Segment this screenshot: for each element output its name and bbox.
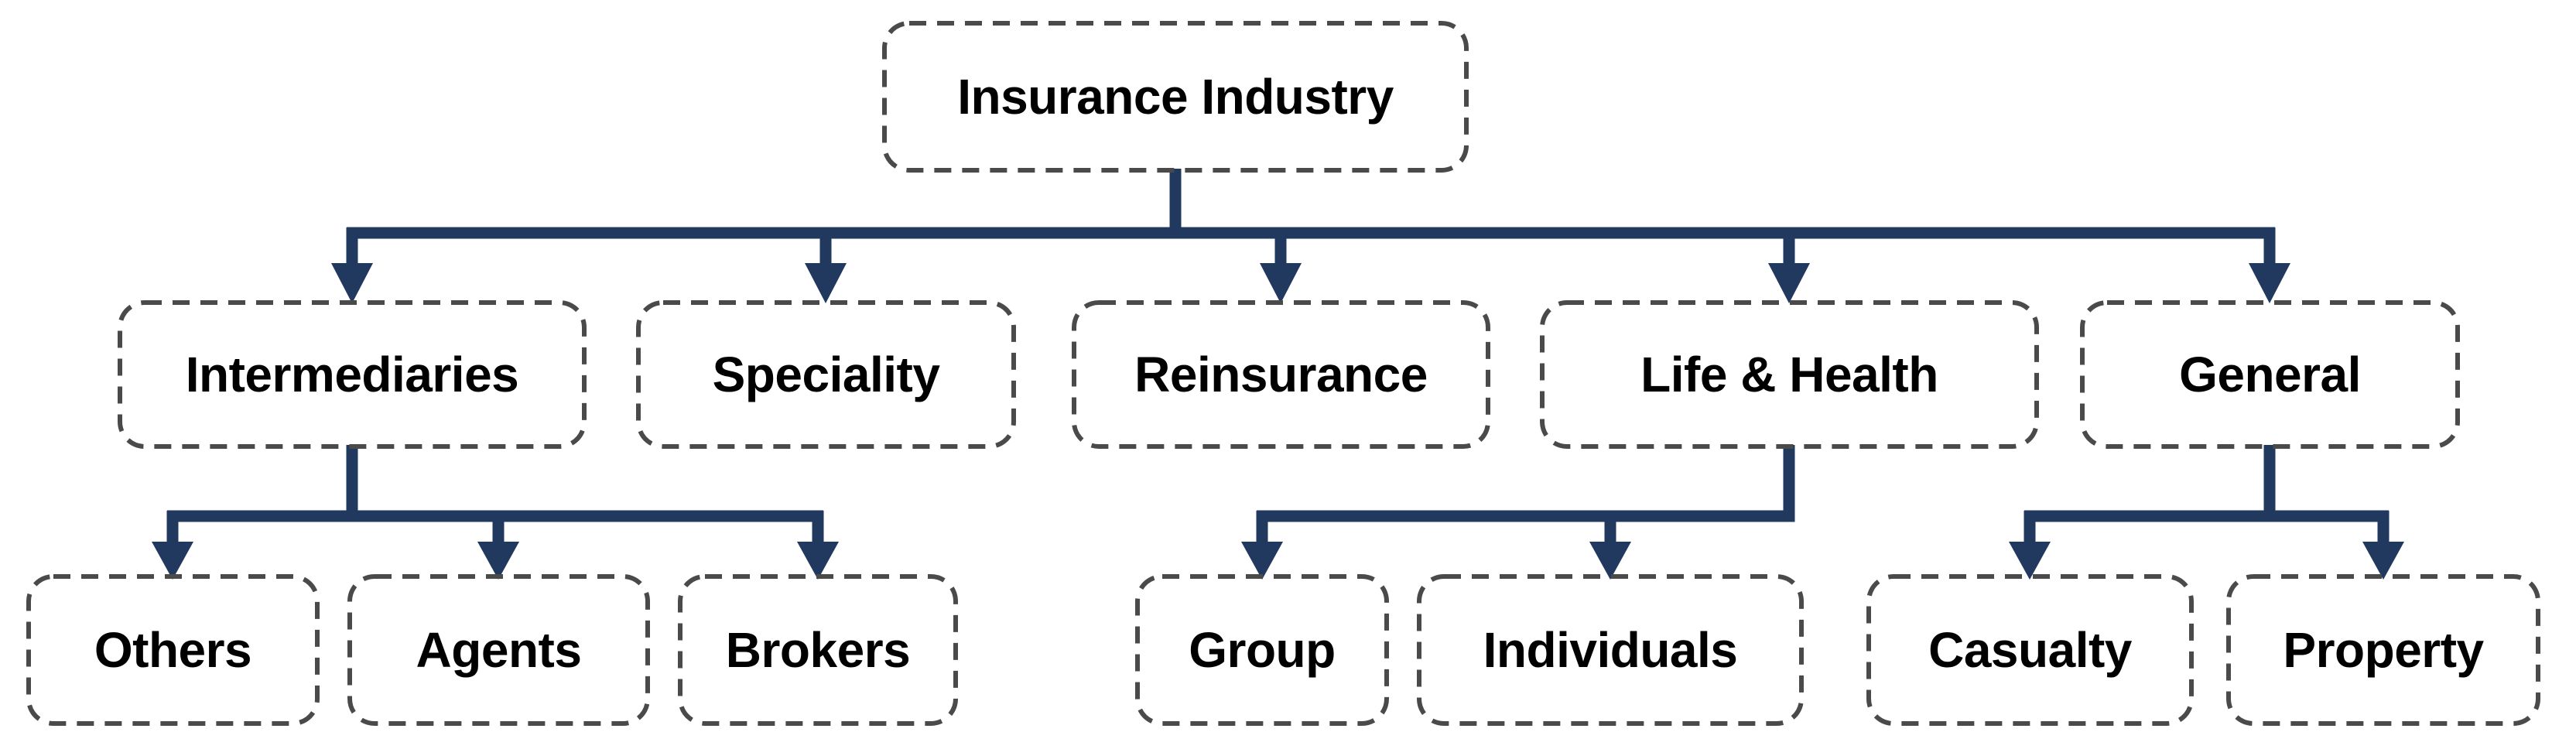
node-casualty-label: Casualty xyxy=(1928,622,2132,678)
node-borders xyxy=(26,21,2540,726)
node-life-health-label: Life & Health xyxy=(1640,347,1938,402)
node-border-individuals xyxy=(1417,574,1804,726)
arrowhead-to-others-icon xyxy=(152,542,193,580)
arrowhead-to-intermediaries-icon xyxy=(331,263,373,303)
node-insurance-industry: Insurance Industry xyxy=(884,23,1466,170)
node-speciality: Speciality xyxy=(638,303,1014,446)
node-general-label: General xyxy=(2179,347,2361,402)
node-insurance-industry-label: Insurance Industry xyxy=(957,69,1394,125)
node-reinsurance: Reinsurance xyxy=(1074,303,1488,446)
node-life-health: Life & Health xyxy=(1542,303,2037,446)
node-border-group xyxy=(1135,574,1389,726)
arrowhead-to-casualty-icon xyxy=(2009,542,2051,580)
connector-lines xyxy=(166,169,2390,545)
node-general: General xyxy=(2082,303,2458,446)
node-reinsurance-label: Reinsurance xyxy=(1134,347,1428,402)
node-group-label: Group xyxy=(1189,622,1336,678)
node-agents-label: Agents xyxy=(416,622,582,678)
node-border-agents xyxy=(347,574,650,726)
node-border-others xyxy=(26,574,320,726)
node-agents: Agents xyxy=(350,576,648,724)
node-border-reinsurance xyxy=(1072,300,1490,449)
arrowhead-to-group-icon xyxy=(1241,542,1283,580)
arrowhead-to-general-icon xyxy=(2249,263,2290,303)
node-intermediaries: Intermediaries xyxy=(120,303,584,446)
node-others-label: Others xyxy=(94,622,252,678)
node-border-life-health xyxy=(1540,300,2039,449)
node-border-casualty xyxy=(1866,574,2194,726)
node-brokers-label: Brokers xyxy=(725,622,911,678)
node-property-label: Property xyxy=(2283,622,2484,678)
node-individuals: Individuals xyxy=(1419,576,1801,724)
node-individuals-label: Individuals xyxy=(1483,622,1738,678)
node-border-insurance-industry xyxy=(882,21,1469,173)
arrowhead-to-speciality-icon xyxy=(805,263,847,303)
node-others: Others xyxy=(29,576,317,724)
node-speciality-label: Speciality xyxy=(712,347,940,402)
node-intermediaries-label: Intermediaries xyxy=(185,347,519,402)
node-border-intermediaries xyxy=(118,300,587,449)
arrowhead-to-property-icon xyxy=(2362,542,2404,580)
arrowheads xyxy=(152,263,2404,580)
arrowhead-to-agents-icon xyxy=(477,542,519,580)
arrowhead-to-life-health-icon xyxy=(1768,263,1810,303)
node-property: Property xyxy=(2229,576,2538,724)
arrowhead-to-brokers-icon xyxy=(797,542,839,580)
node-border-property xyxy=(2226,574,2540,726)
node-border-brokers xyxy=(678,574,958,726)
node-brokers: Brokers xyxy=(680,576,956,724)
arrowhead-to-individuals-icon xyxy=(1589,542,1631,580)
arrowhead-to-reinsurance-icon xyxy=(1260,263,1302,303)
node-group: Group xyxy=(1137,576,1387,724)
connector-life-health-elbow xyxy=(1257,445,1795,522)
node-casualty: Casualty xyxy=(1869,576,2191,724)
